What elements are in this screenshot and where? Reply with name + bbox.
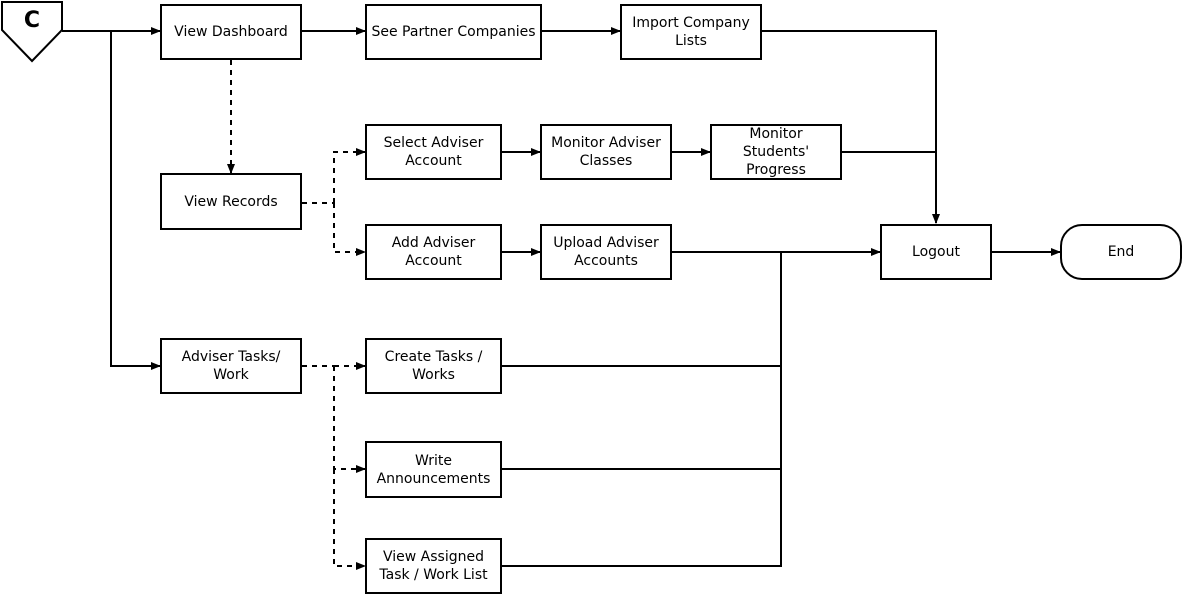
connector-label: C	[23, 8, 41, 33]
node-adviser-tasks-work: Adviser Tasks/ Work	[160, 338, 302, 394]
node-add-adviser-account: Add Adviser Account	[365, 224, 502, 280]
edge-view-assigned-to-collector	[502, 252, 782, 567]
node-view-dashboard: View Dashboard	[160, 4, 302, 60]
edge-records-to-select-adviser	[333, 148, 366, 203]
edge-tasks-to-write	[333, 366, 366, 473]
node-import-company-lists: Import Company Lists	[620, 4, 762, 60]
edge-tasks-to-view-assigned	[333, 469, 366, 570]
off-page-connector-shape	[1, 1, 63, 63]
node-view-assigned-task-work-list: View Assigned Task / Work List	[365, 538, 502, 594]
node-monitor-adviser-classes: Monitor Adviser Classes	[540, 124, 672, 180]
node-logout: Logout	[880, 224, 992, 280]
node-upload-adviser-accounts: Upload Adviser Accounts	[540, 224, 672, 280]
node-write-announcements: Write Announcements	[365, 441, 502, 498]
node-end: End	[1060, 224, 1182, 280]
node-select-adviser-account: Select Adviser Account	[365, 124, 502, 180]
edge-import-to-logout	[762, 30, 940, 224]
node-view-records: View Records	[160, 173, 302, 230]
edge-c-to-adviser-tasks	[110, 31, 161, 370]
node-create-tasks-works: Create Tasks / Works	[365, 338, 502, 394]
edge-records-to-add-adviser	[333, 203, 366, 256]
node-monitor-students-progress: Monitor Students' Progress	[710, 124, 842, 180]
node-see-partner-companies: See Partner Companies	[365, 4, 542, 60]
